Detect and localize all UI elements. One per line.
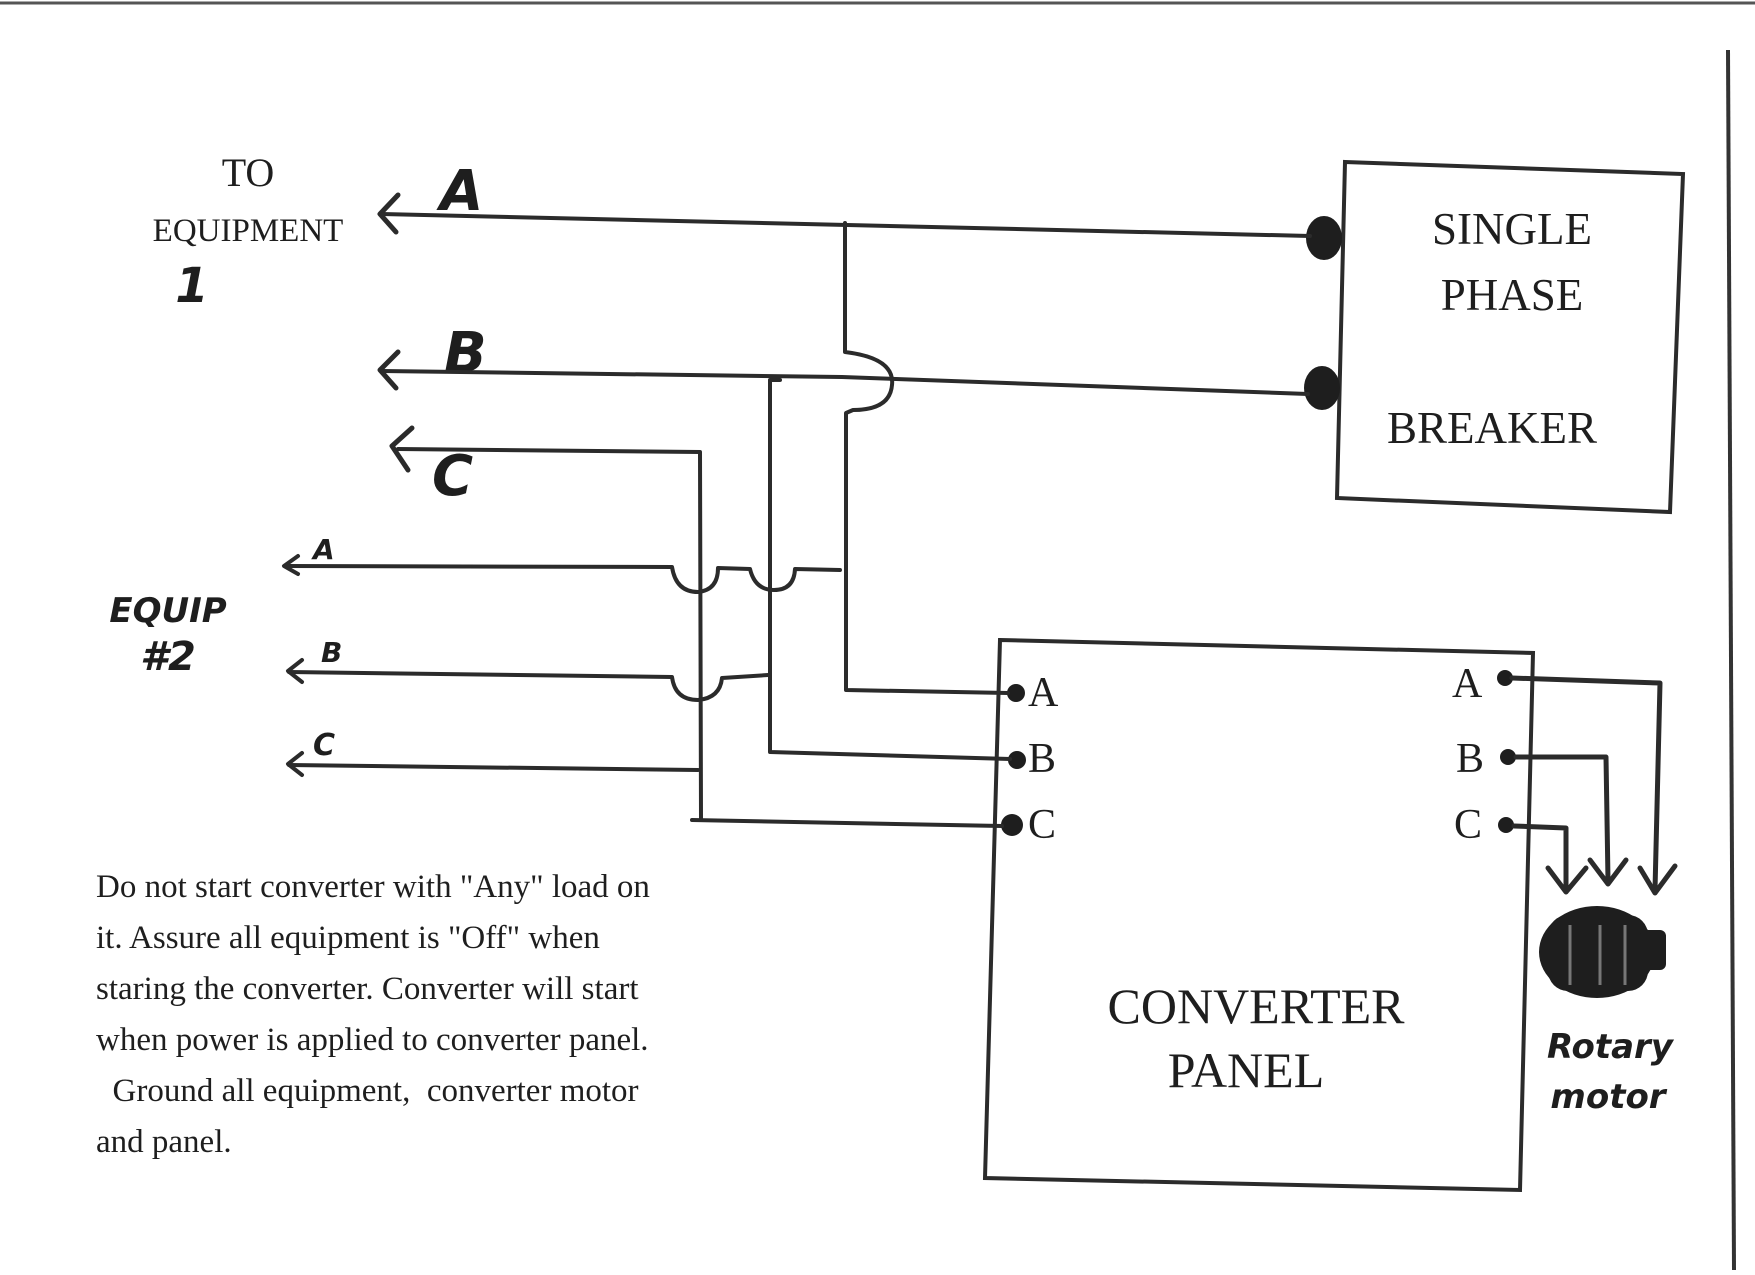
breaker-line2-label: PHASE: [1441, 270, 1584, 320]
note-line: Do not start converter with "Any" load o…: [96, 869, 650, 905]
converter-right-terminal-a-label: A: [1452, 661, 1483, 707]
equipment2-phase-c-label: C: [313, 728, 335, 763]
note-line: and panel.: [96, 1124, 232, 1160]
wire-converter-c-to-motor: [1511, 823, 1569, 891]
converter-left-terminal-a-label: A: [1028, 670, 1059, 716]
wire-converter-a-to-motor: [1509, 675, 1663, 893]
converter-right-terminal-c: [1498, 817, 1514, 833]
equipment1-number-label: 1: [175, 258, 208, 314]
wire-equipment1-b: [380, 369, 1310, 396]
equipment1-phase-b-label: B: [444, 321, 487, 386]
rotary-motor-icon: [1539, 906, 1666, 998]
breaker-terminal-bottom: [1304, 366, 1340, 410]
note-line: it. Assure all equipment is "Off" when: [96, 920, 600, 956]
converter-right-terminal-c-label: C: [1454, 802, 1482, 848]
converter-left-terminal-c-label: C: [1028, 802, 1056, 848]
converter-panel-box: [982, 637, 1536, 1193]
wire-a-feed-to-converter: [843, 221, 1010, 695]
converter-left-terminal-c: [1001, 814, 1023, 836]
converter-left-terminal-a: [1007, 684, 1025, 702]
motor-line1-label: Rotary: [1547, 1027, 1675, 1067]
wire-c-feed-to-converter: [690, 818, 1004, 828]
breaker-terminal-top: [1306, 216, 1342, 260]
converter-left-terminal-b: [1008, 751, 1026, 769]
wire-b-feed-to-converter: [768, 378, 1012, 761]
page-right-edge: [1726, 49, 1736, 1271]
equipment1-phase-c-label: C: [432, 444, 473, 509]
equipment1-c-arrow-icon: [389, 425, 415, 473]
note-line: when power is applied to converter panel…: [96, 1022, 649, 1058]
note-line: Ground all equipment, converter motor: [96, 1073, 639, 1109]
breaker-line1-label: SINGLE: [1432, 204, 1592, 254]
converter-right-terminal-a: [1497, 670, 1513, 686]
converter-panel-line2-label: PANEL: [1168, 1042, 1325, 1098]
motor-a-arrow-icon: [1637, 863, 1678, 896]
wire-equipment1-c: [396, 447, 703, 822]
converter-left-terminal-b-label: B: [1028, 736, 1056, 782]
converter-right-terminal-b-label: B: [1456, 736, 1484, 782]
equipment2-phase-b-label: B: [321, 636, 342, 669]
wire-converter-b-to-motor: [1513, 754, 1611, 883]
wire-equipment2-c: [287, 763, 700, 772]
equipment2-phase-a-label: A: [311, 533, 335, 566]
equipment1-name-label: EQUIPMENT: [153, 213, 344, 249]
converter-panel-line1-label: CONVERTER: [1108, 978, 1406, 1034]
equipment1-phase-a-label: A: [436, 159, 483, 224]
equipment1-b-arrow-icon: [377, 349, 401, 391]
breaker-line3-label: BREAKER: [1387, 403, 1597, 453]
motor-c-arrow-icon: [1545, 865, 1589, 895]
wire-equipment2-a: [283, 564, 842, 594]
note-line: staring the converter. Converter will st…: [96, 971, 639, 1007]
equipment2-name-label: EQUIP: [109, 591, 226, 631]
equipment2-number-label: #2: [140, 634, 196, 680]
motor-b-arrow-icon: [1587, 857, 1629, 887]
converter-right-terminal-b: [1500, 749, 1516, 765]
motor-line2-label: motor: [1550, 1077, 1667, 1117]
equipment1-to-label: TO: [222, 150, 275, 195]
warning-note: Do not start converter with "Any" load o…: [96, 862, 856, 1168]
wire-equipment2-b: [287, 670, 770, 702]
